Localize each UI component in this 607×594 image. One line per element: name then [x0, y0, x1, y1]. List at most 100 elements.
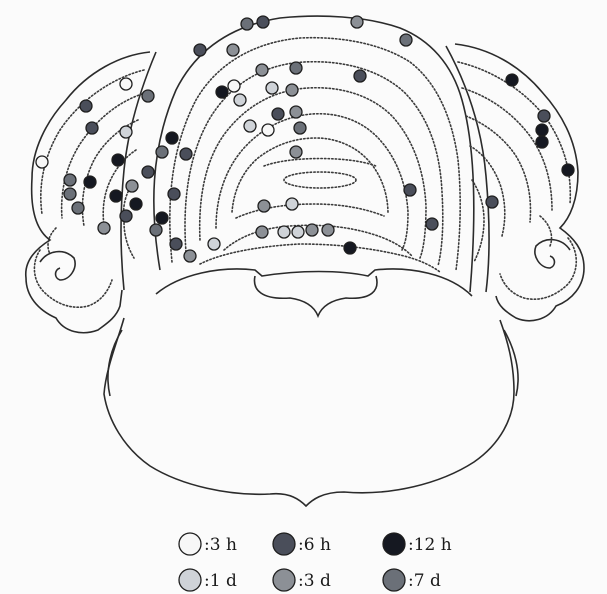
legend-item-3d: :3 d [273, 569, 331, 591]
marker-3h [36, 156, 48, 168]
marker-7d [64, 188, 76, 200]
marker-7d [241, 18, 253, 30]
marker-3d [256, 64, 268, 76]
marker-6h [170, 238, 182, 250]
legend-item-1d: :1 d [179, 569, 237, 591]
marker-3d [98, 222, 110, 234]
marker-1d [120, 126, 132, 138]
marker-1d [266, 82, 278, 94]
marker-12h [156, 212, 168, 224]
legend-item-3h: :3 h [179, 533, 237, 555]
marker-3d [258, 200, 270, 212]
marker-3d [290, 106, 302, 118]
legend-item-7d: :7 d [383, 569, 441, 591]
marker-7d [400, 34, 412, 46]
marker-6h [86, 122, 98, 134]
brainstem-outline [104, 318, 514, 506]
marker-6h [194, 44, 206, 56]
legend-label-7d: :7 d [408, 571, 441, 591]
marker-12h [84, 176, 96, 188]
marker-6h [80, 100, 92, 112]
marker-3d [227, 44, 239, 56]
marker-6h [426, 218, 438, 230]
marker-12h [344, 242, 356, 254]
marker-3d [306, 224, 318, 236]
marker-6h [272, 108, 284, 120]
right-folium-6 [500, 238, 576, 299]
legend-label-3h: :3 h [204, 535, 237, 555]
marker-6h [180, 148, 192, 160]
marker-3d [286, 84, 298, 96]
marker-7d [72, 202, 84, 214]
vermis-outline [154, 16, 474, 292]
marker-6h [142, 166, 154, 178]
marker-7d [142, 90, 154, 102]
legend-swatch-3d [273, 569, 295, 591]
brainstem-left-lip [108, 330, 122, 396]
marker-12h [536, 136, 548, 148]
legend-swatch-12h [383, 533, 405, 555]
marker-1d [244, 120, 256, 132]
marker-3d [351, 16, 363, 28]
marker-6h [486, 196, 498, 208]
marker-3h [228, 80, 240, 92]
ventricle-notch [254, 276, 376, 316]
legend: :3 h :6 h :12 h :1 d :3 d :7 d [179, 533, 452, 591]
right-hemisphere-outline [455, 44, 584, 321]
marker-6h [354, 70, 366, 82]
legend-swatch-6h [273, 533, 295, 555]
nodulus-arc [264, 159, 376, 167]
marker-12h [536, 124, 548, 136]
marker-6h [404, 184, 416, 196]
marker-7d [64, 174, 76, 186]
marker-6h [168, 188, 180, 200]
marker-7d [290, 62, 302, 74]
legend-label-6h: :6 h [298, 535, 331, 555]
legend-item-12h: :12 h [383, 533, 452, 555]
legend-swatch-1d [179, 569, 201, 591]
marker-12h [506, 74, 518, 86]
marker-3d [184, 250, 196, 262]
vermis-folium-7 [200, 244, 440, 272]
legend-item-6h: :6 h [273, 533, 331, 555]
legend-label-3d: :3 d [298, 571, 331, 591]
right-folium-2 [462, 88, 552, 210]
marker-12h [112, 154, 124, 166]
legend-label-12h: :12 h [408, 535, 452, 555]
marker-7d [156, 146, 168, 158]
marker-3d [290, 146, 302, 158]
marker-6h [538, 110, 550, 122]
marker-7d [294, 122, 306, 134]
marker-1d [286, 198, 298, 210]
left-hemisphere-inner [40, 252, 75, 280]
left-folium-7 [48, 228, 56, 254]
marker-12h [216, 86, 228, 98]
tissue-outline [26, 16, 584, 506]
legend-swatch-3h [179, 533, 201, 555]
right-hemisphere-inner [535, 240, 570, 268]
marker-3d [126, 180, 138, 192]
legend-swatch-7d [383, 569, 405, 591]
marker-12h [562, 164, 574, 176]
nodulus-ellipse [284, 172, 356, 188]
marker-3h [262, 124, 274, 136]
left-folium-6 [34, 250, 112, 307]
marker-3d [256, 226, 268, 238]
marker-1d [278, 226, 290, 238]
vermis-folium-5 [232, 138, 388, 214]
ventricle-floor [156, 269, 472, 296]
marker-7d [150, 224, 162, 236]
marker-6h [120, 210, 132, 222]
right-folium-3 [466, 116, 530, 222]
marker-6h [257, 16, 269, 28]
marker-12h [110, 190, 122, 202]
marker-1d [292, 226, 304, 238]
marker-12h [166, 132, 178, 144]
right-paravermal-line [446, 46, 489, 292]
marker-3d [322, 224, 334, 236]
marker-1d [208, 238, 220, 250]
marker-3h [120, 78, 132, 90]
legend-label-1d: :1 d [204, 571, 237, 591]
marker-12h [130, 198, 142, 210]
